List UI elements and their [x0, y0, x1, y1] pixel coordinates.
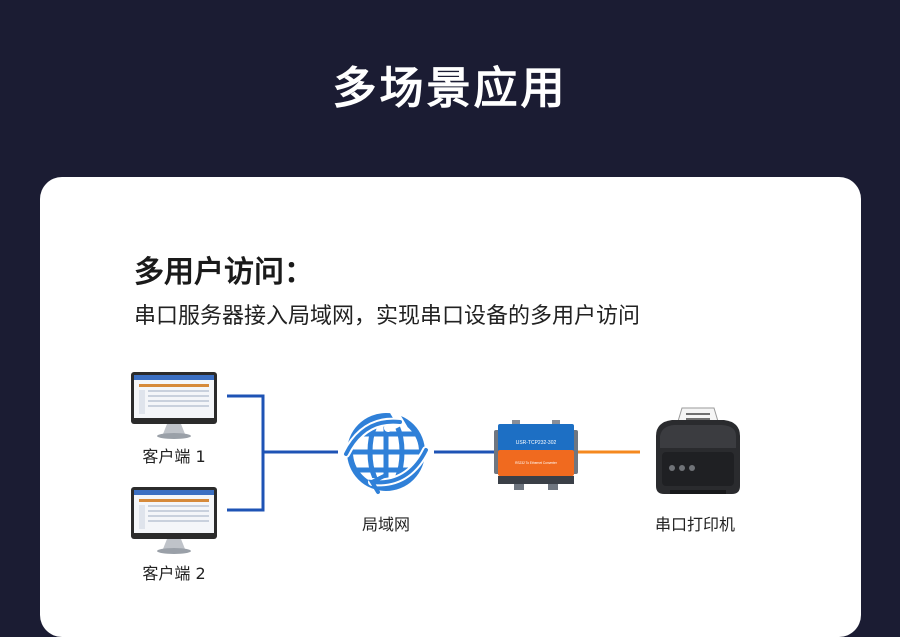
topology-diagram: USR-TCP232-302 RS232 To Ethernet Convert… [131, 372, 740, 554]
device-model: USR-TCP232-302 [516, 440, 557, 446]
client1-link [227, 394, 265, 452]
globe-icon [342, 408, 430, 494]
client2-label: 客户端 2 [142, 564, 206, 583]
monitor-icon [131, 487, 217, 554]
monitor-icon [131, 372, 217, 439]
network-connections [227, 394, 494, 512]
client2-link [227, 452, 265, 512]
client1-label: 客户端 1 [142, 447, 206, 466]
lan-label: 局域网 [361, 515, 410, 534]
printer-icon [656, 407, 740, 494]
device-caption: RS232 To Ethernet Converter [515, 461, 558, 465]
printer-label: 串口打印机 [654, 515, 735, 534]
page-title: 多场景应用 [332, 63, 568, 114]
section-heading: 多用户访问： [134, 255, 314, 290]
section-description: 串口服务器接入局域网，实现串口设备的多用户访问 [134, 304, 641, 329]
serial-server-device: USR-TCP232-302 RS232 To Ethernet Convert… [494, 420, 578, 490]
